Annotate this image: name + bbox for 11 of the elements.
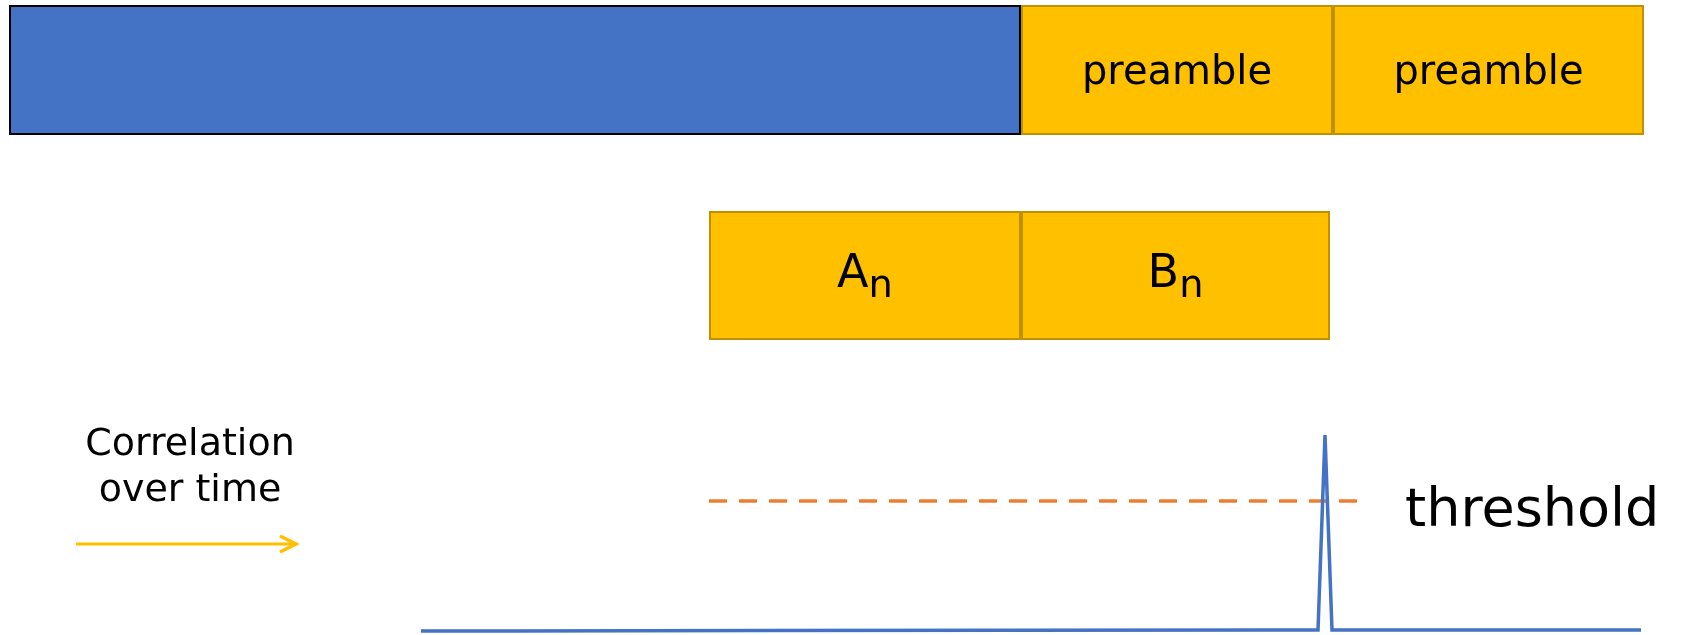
segment-block [709,211,1021,340]
threshold-label: threshold [1405,476,1661,541]
preamble-block [1333,5,1644,135]
segment-block [1021,211,1330,340]
preamble-block [1021,5,1333,135]
block-label: preamble [1393,47,1584,93]
frame-block [9,5,1021,135]
axis-caption: Correlation over time [84,420,296,512]
block-label: A$_{n}$ [837,244,893,307]
block-label: B$_{n}$ [1147,244,1204,307]
block-label: preamble [1081,47,1273,93]
